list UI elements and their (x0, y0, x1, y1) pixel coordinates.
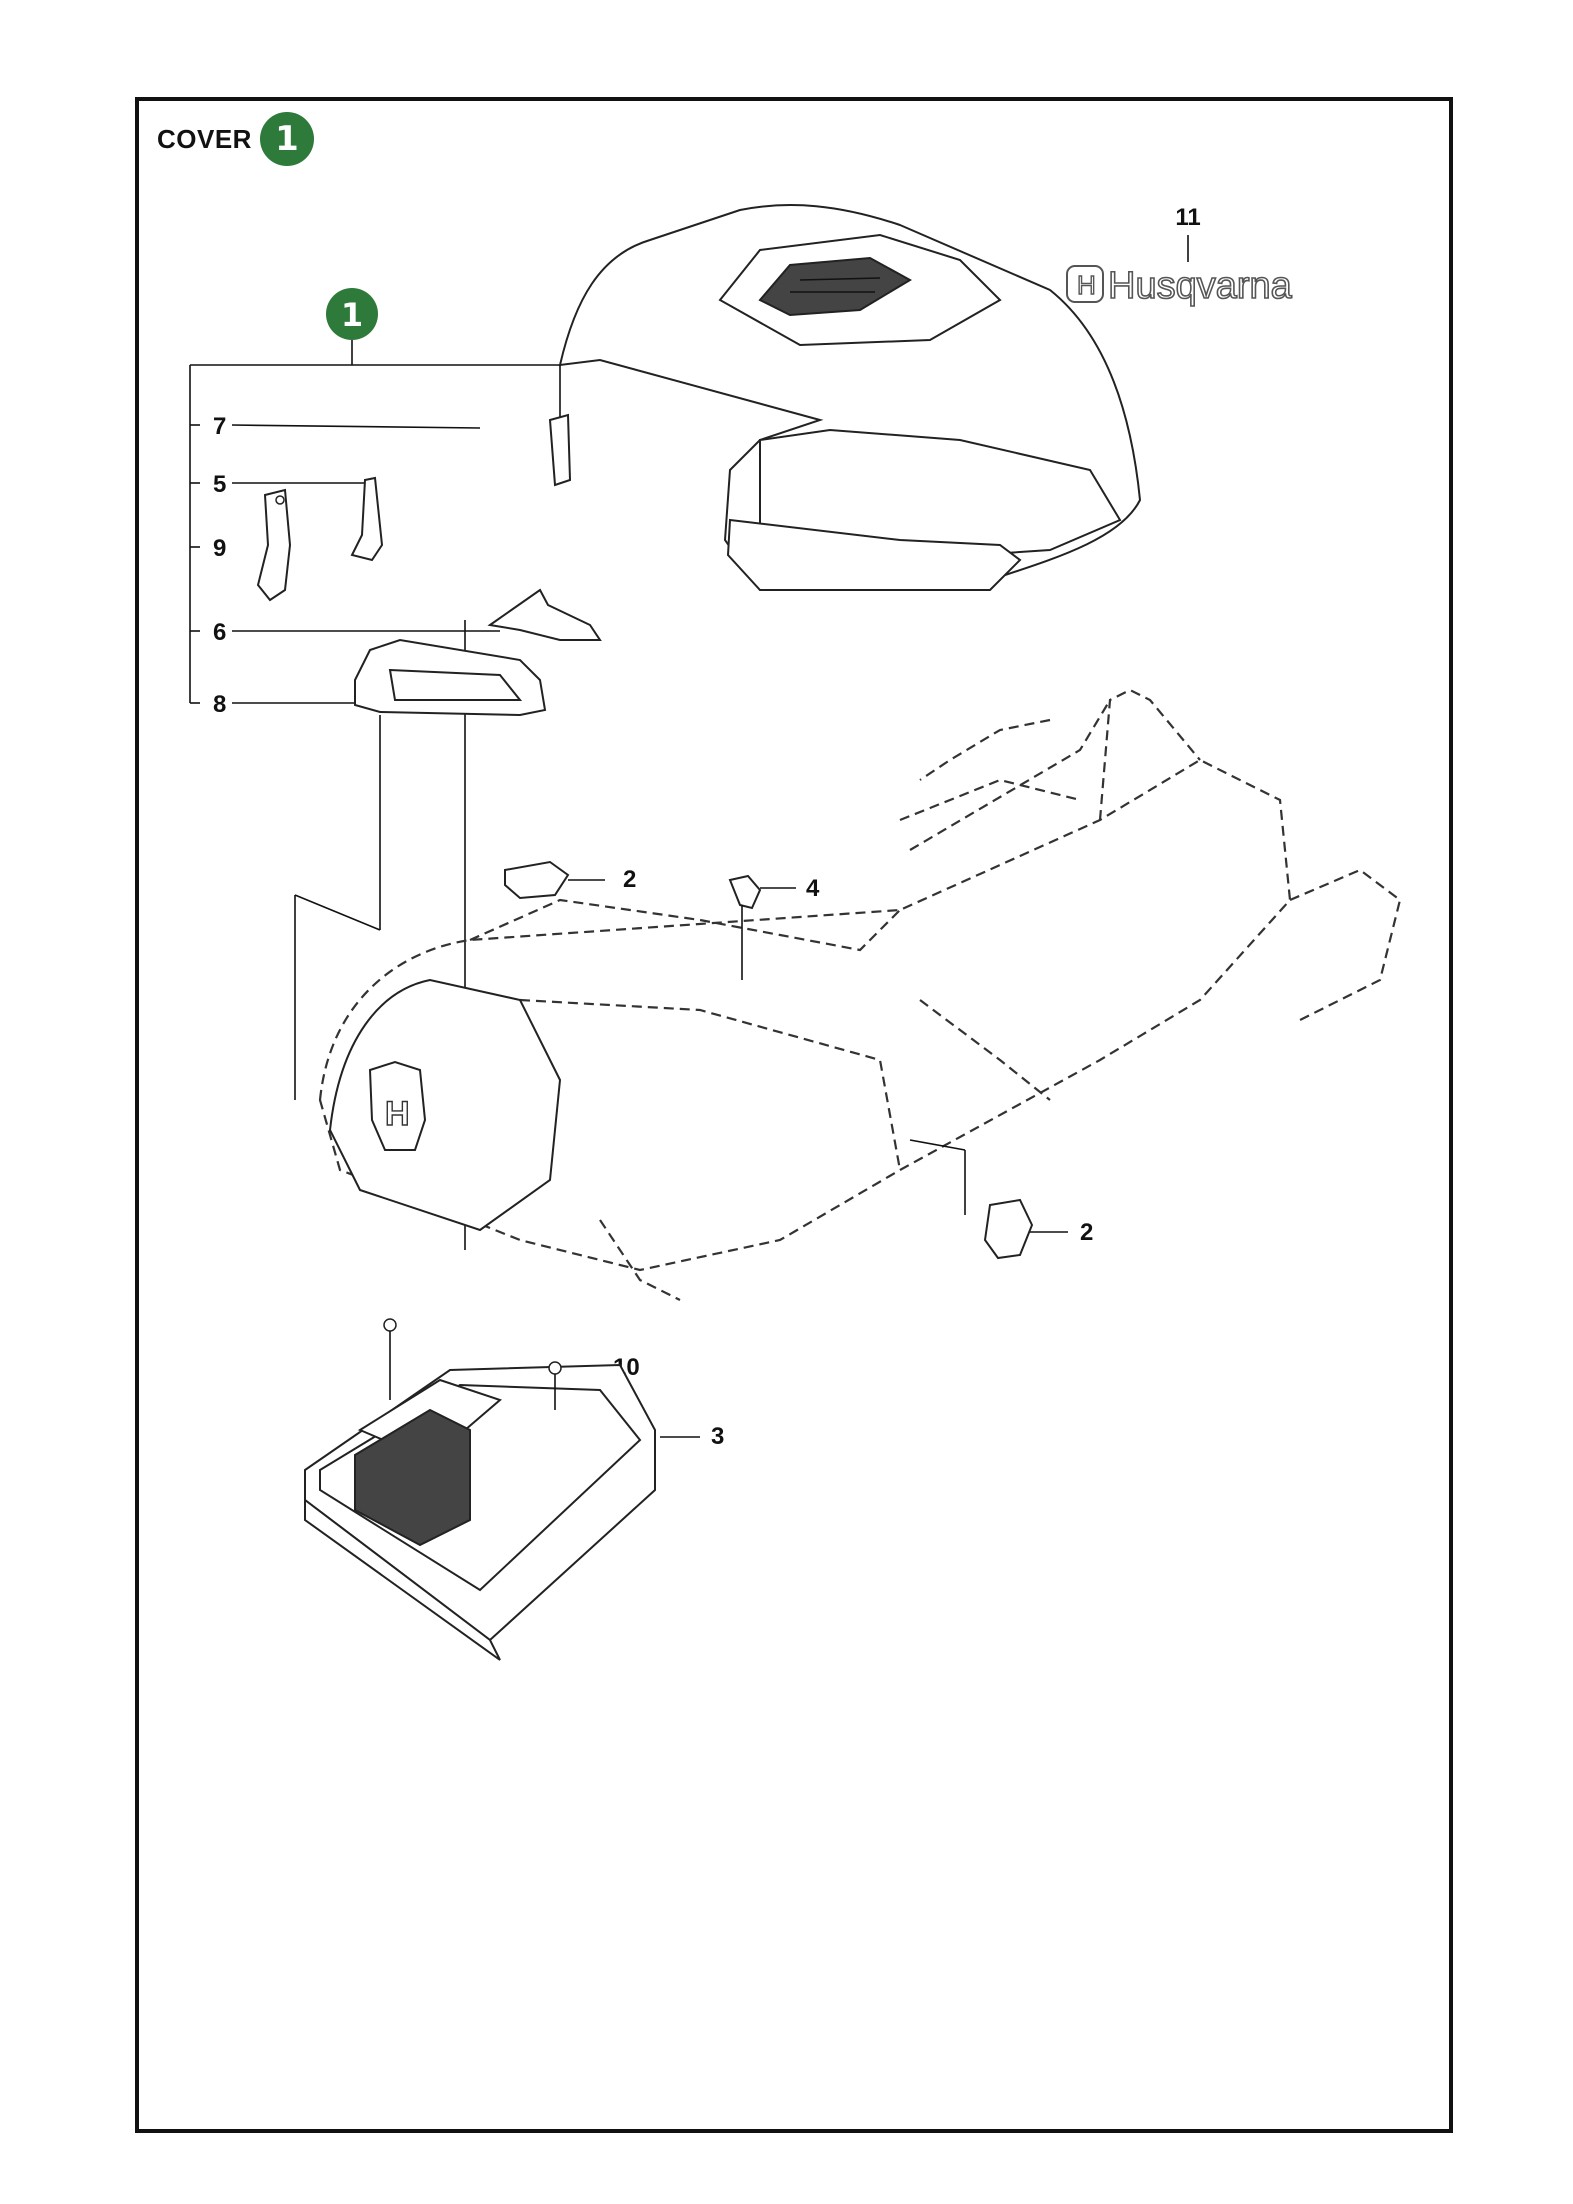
group-badge-number: 1 (341, 296, 363, 334)
screw-icon (383, 1318, 397, 1332)
bracket-part-5 (350, 476, 384, 562)
tool-cover-part-3 (304, 1318, 656, 1661)
section-title: COVER (157, 123, 252, 154)
group-bracket: 1 (189, 288, 560, 704)
section-badge: 1 (259, 112, 314, 166)
crown-h-emblem-letter: H (385, 1095, 410, 1133)
callout-2-bottom: 2 (1080, 1219, 1093, 1246)
diagram-frame (135, 97, 1453, 2133)
crown-h-icon (1066, 265, 1104, 303)
callout-8: 8 (213, 691, 226, 718)
callout-5: 5 (213, 471, 226, 498)
side-panel-8 (354, 638, 547, 930)
group-badge (326, 288, 378, 340)
bracket-part-9 (256, 488, 292, 602)
callout-7: 7 (213, 413, 226, 440)
bumper-part-2-bottom (909, 1139, 1034, 1260)
callout-9: 9 (213, 535, 226, 562)
crown-h-emblem (368, 1060, 427, 1151)
chassis-frame: H (294, 688, 1402, 1301)
callout-6: 6 (213, 619, 226, 646)
callout-3: 3 (711, 1423, 724, 1450)
crown-h-icon-letter: H (1077, 270, 1096, 300)
logo-wordmark: Husqvarna (1108, 265, 1293, 307)
callout-2-top: 2 (623, 866, 636, 893)
page-header: COVER 1 (157, 112, 314, 166)
bumper-part-2-top (504, 860, 570, 900)
leader-lines (231, 235, 1189, 1438)
husqvarna-logo: H Husqvarna (1066, 264, 1293, 308)
clip-part-4 (728, 874, 762, 980)
screw-10-icon (548, 1361, 562, 1375)
callout-11: 11 (1175, 204, 1200, 231)
hood-cover (548, 204, 1142, 591)
callout-4: 4 (806, 875, 820, 902)
